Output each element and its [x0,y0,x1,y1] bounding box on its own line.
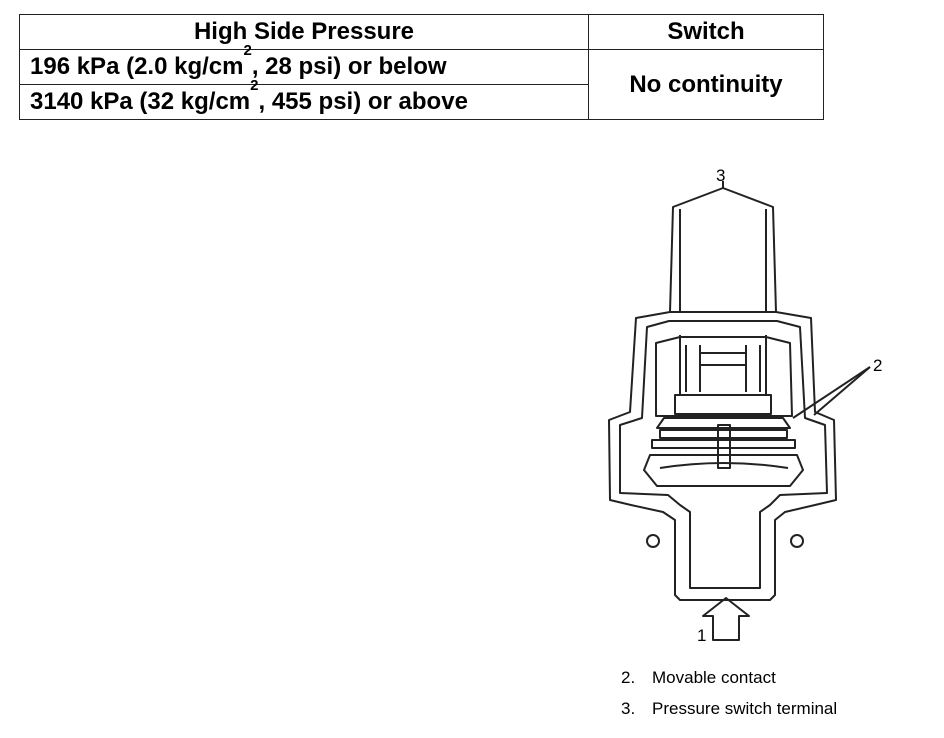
table-row: 3140 kPa (32 kg/cm2, 455 psi) or above [19,78,824,120]
pressure-switch-diagram [608,181,871,641]
pressure-switch-table: High Side Pressure Switch 196 kPa (2.0 k… [19,14,824,120]
superscript: 2 [250,77,259,94]
legend-item: 2. Movable contact [621,668,776,688]
pressure-text: , 28 psi) or below [251,53,447,80]
legend-item: 3. Pressure switch terminal [621,699,837,719]
legend-number: 2. [621,668,636,687]
switch-state-cell: No continuity [588,49,824,120]
table-header-row: High Side Pressure Switch [19,14,824,50]
legend-text: Movable contact [652,668,776,687]
callout-2: 2 [873,356,883,375]
legend-number: 3. [621,699,636,718]
header-high-side-pressure: High Side Pressure [19,14,589,50]
header-switch: Switch [588,14,824,50]
pressure-text: , 455 psi) or above [258,88,468,115]
pressure-cell-low: 196 kPa (2.0 kg/cm2, 28 psi) or below [19,43,589,85]
callout-1: 1 [697,626,707,645]
pressure-text: 3140 kPa (32 kg/cm [30,88,251,115]
callout-3: 3 [716,166,726,185]
pressure-text: 196 kPa (2.0 kg/cm [30,53,244,80]
superscript: 2 [243,42,252,59]
table-row: 196 kPa (2.0 kg/cm2, 28 psi) or below No… [19,43,824,120]
legend-text: Pressure switch terminal [652,699,838,718]
pressure-cell-high: 3140 kPa (32 kg/cm2, 455 psi) or above [19,78,589,120]
